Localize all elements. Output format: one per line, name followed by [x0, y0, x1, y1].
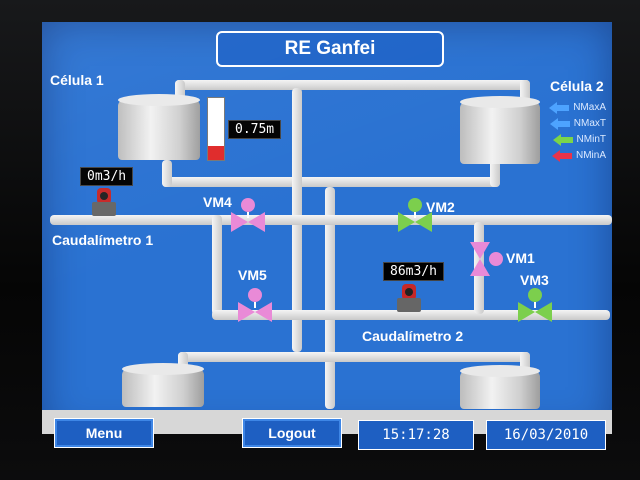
valve-vm5[interactable] [238, 288, 272, 324]
flowmeter1-label: Caudalímetro 1 [52, 232, 154, 248]
pipe-upper-return-right [490, 160, 500, 187]
valve-vm3[interactable] [518, 288, 552, 324]
vm2-label: VM2 [426, 199, 455, 215]
flowmeter2-label: Caudalímetro 2 [362, 328, 464, 344]
vm3-label: VM3 [520, 272, 549, 288]
flowmeter1-readout: 0m3/h [80, 167, 134, 186]
pipe-bottom-right-drop [520, 352, 530, 374]
flowmeter2-icon[interactable] [397, 284, 421, 312]
page-title: RE Ganfei [216, 31, 444, 67]
vm5-label: VM5 [238, 267, 267, 283]
level-readout: 0.75m [228, 120, 282, 139]
legend-label: NMinT [576, 134, 606, 145]
vm4-label: VM4 [203, 194, 232, 210]
valve-vm1[interactable] [468, 242, 504, 276]
tank-cell2-top [460, 96, 540, 164]
flowmeter2-readout: 86m3/h [383, 262, 444, 281]
pipe-upper-return-left [162, 160, 172, 187]
time-display: 15:17:28 [358, 420, 474, 450]
flowmeter1-icon[interactable] [92, 188, 116, 216]
level-gauge [207, 97, 225, 161]
pipe-center-secondary [325, 187, 335, 409]
logout-button[interactable]: Logout [242, 418, 342, 448]
cell1-label: Célula 1 [50, 72, 104, 88]
pipe-flow1-line [50, 215, 612, 225]
tank-bottom-right [460, 365, 540, 409]
pipe-vm5-drop [212, 215, 222, 315]
arrow-icon [549, 101, 570, 114]
date-display: 16/03/2010 [486, 420, 606, 450]
valve-vm4[interactable] [231, 198, 265, 234]
pipe-top [175, 80, 530, 90]
legend-nmint: NMinT [552, 133, 606, 146]
menu-button[interactable]: Menu [54, 418, 154, 448]
level-fill [208, 146, 224, 160]
cell2-label: Célula 2 [550, 78, 604, 94]
pipe-bottom-return [178, 352, 530, 362]
legend-label: NMaxT [573, 118, 606, 129]
tank-bottom-left [122, 363, 204, 407]
hmi-screen: RE Ganfei Célula 1 Célula 2 0.75m 0m3/h … [42, 22, 612, 450]
legend-nmaxt: NMaxT [549, 117, 606, 130]
legend-nmina: NMinA [551, 149, 606, 162]
vm1-label: VM1 [506, 250, 535, 266]
arrow-icon [552, 133, 573, 146]
pipe-top-right-drop [520, 80, 530, 110]
valve-vm2[interactable] [398, 198, 432, 234]
arrow-icon [549, 117, 570, 130]
pipe-lower-line [212, 310, 610, 320]
legend-label: NMaxA [573, 102, 606, 113]
legend-label: NMinA [575, 150, 606, 161]
pipe-upper-return [162, 177, 500, 187]
arrow-icon [551, 149, 572, 162]
legend-nmaxa: NMaxA [549, 101, 606, 114]
tank-cell1-top [118, 94, 200, 160]
